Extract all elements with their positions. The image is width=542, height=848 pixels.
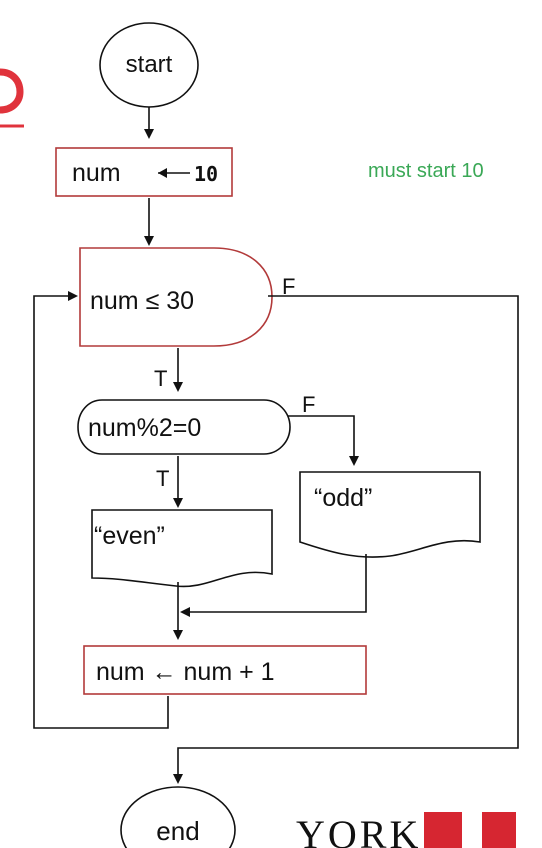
cond-true-label: T xyxy=(154,366,167,391)
odd-node: “odd” xyxy=(299,471,481,558)
edge-odd-merge xyxy=(180,554,367,617)
parity-node: num%2=0 xyxy=(77,399,291,455)
condition-node: num ≤ 30 xyxy=(79,247,273,347)
even-label: “even” xyxy=(94,522,165,550)
parity-true-label: T xyxy=(156,466,169,491)
increment-node: num ← num + 1 xyxy=(83,645,367,695)
end-node: end xyxy=(120,786,236,848)
increment-label: num ← num + 1 xyxy=(96,658,275,686)
init-value: 10 xyxy=(194,162,218,186)
start-label: start xyxy=(126,51,173,78)
end-label: end xyxy=(156,816,199,846)
start-annotation: must start 10 xyxy=(368,160,484,182)
edge-loop-back xyxy=(33,291,169,729)
york-logo: YORK xyxy=(296,812,516,848)
parity-label: num%2=0 xyxy=(88,414,201,442)
start-node: start xyxy=(99,22,199,108)
even-node: “even” xyxy=(91,509,273,588)
odd-label: “odd” xyxy=(314,484,372,512)
init-var-label: num xyxy=(72,159,121,187)
edge-parity-false xyxy=(288,415,359,466)
assign-arrow-head xyxy=(158,168,167,178)
york-wordmark: YORK xyxy=(296,812,421,848)
parity-false-label: F xyxy=(302,392,315,417)
condition-label: num ≤ 30 xyxy=(90,287,194,315)
edge-cond-false-to-end xyxy=(173,295,519,784)
init-node: num 10 xyxy=(55,147,233,197)
york-logo-block-2 xyxy=(482,812,516,848)
cond-false-label: F xyxy=(282,274,295,299)
york-logo-block-1 xyxy=(424,812,462,848)
red-mark-fragment xyxy=(0,68,24,128)
